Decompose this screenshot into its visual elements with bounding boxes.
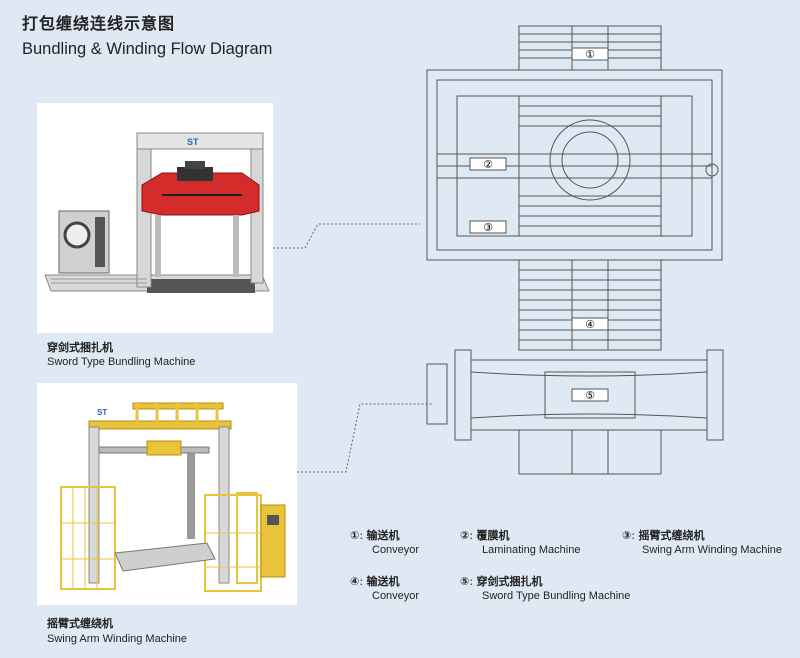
legend-separator: : [359,529,364,542]
bundling-caption-en: Sword Type Bundling Machine [47,356,196,368]
legend-marker: ④ [350,575,360,588]
legend-label-cn: 穿剑式捆扎机 [476,575,543,588]
legend-item-2: ②: 覆膜机 Laminating Machine [460,528,580,558]
legend-label-en: Conveyor [372,590,420,602]
conveyor-middle [518,259,662,351]
legend-label-en: Sword Type Bundling Machine [482,590,631,602]
leader-line-winding [297,403,432,473]
legend-marker: ① [350,529,360,542]
legend-separator: : [359,575,364,588]
legend-marker: ⑤ [460,575,470,588]
legend-label-en: Conveyor [372,544,420,556]
station-marker-3: ③ [483,221,493,234]
legend-label-cn: 输送机 [366,575,400,588]
bundling-machine-photo: ST [37,103,273,333]
page-title-en: Bundling & Winding Flow Diagram [22,40,273,58]
legend-separator: : [631,529,636,542]
winding-logo: ST [97,408,107,417]
winding-caption-cn: 摇臂式缠绕机 [47,617,113,630]
winding-caption-en: Swing Arm Winding Machine [47,633,188,645]
station-marker-5: ⑤ [585,389,595,402]
bundling-logo: ST [187,137,199,147]
legend-label-en: Laminating Machine [482,544,581,556]
legend-item-4: ④: 输送机 Conveyor [350,574,419,604]
page-title-cn: 打包缠绕连线示意图 [22,14,176,33]
station-marker-1: ① [585,48,595,61]
station-marker-4: ④ [585,318,595,331]
legend-marker: ③ [622,529,632,542]
station-marker-2: ② [483,158,493,171]
bundling-machine-illustration: ST [44,132,270,293]
bundling-caption-cn: 穿剑式捆扎机 [47,341,113,354]
legend-item-5: ⑤: 穿剑式捆扎机 Sword Type Bundling Machine [460,574,630,604]
legend-separator: : [469,575,474,588]
legend-label-cn: 输送机 [366,529,400,542]
winding-machine-illustration: ST [60,402,286,592]
legend-separator: : [469,529,474,542]
legend-label-cn: 摇臂式缠绕机 [638,529,705,542]
bundling-station [426,349,724,475]
legend-item-1: ①: 输送机 Conveyor [350,528,419,558]
legend-label-cn: 覆膜机 [476,529,510,542]
legend-marker: ② [460,529,470,542]
winding-machine-photo: ST [37,383,297,605]
legend-item-3: ③: 摇臂式缠绕机 Swing Arm Winding Machine [622,528,782,558]
legend-label-en: Swing Arm Winding Machine [642,544,783,556]
leader-line-bundling [273,223,420,249]
